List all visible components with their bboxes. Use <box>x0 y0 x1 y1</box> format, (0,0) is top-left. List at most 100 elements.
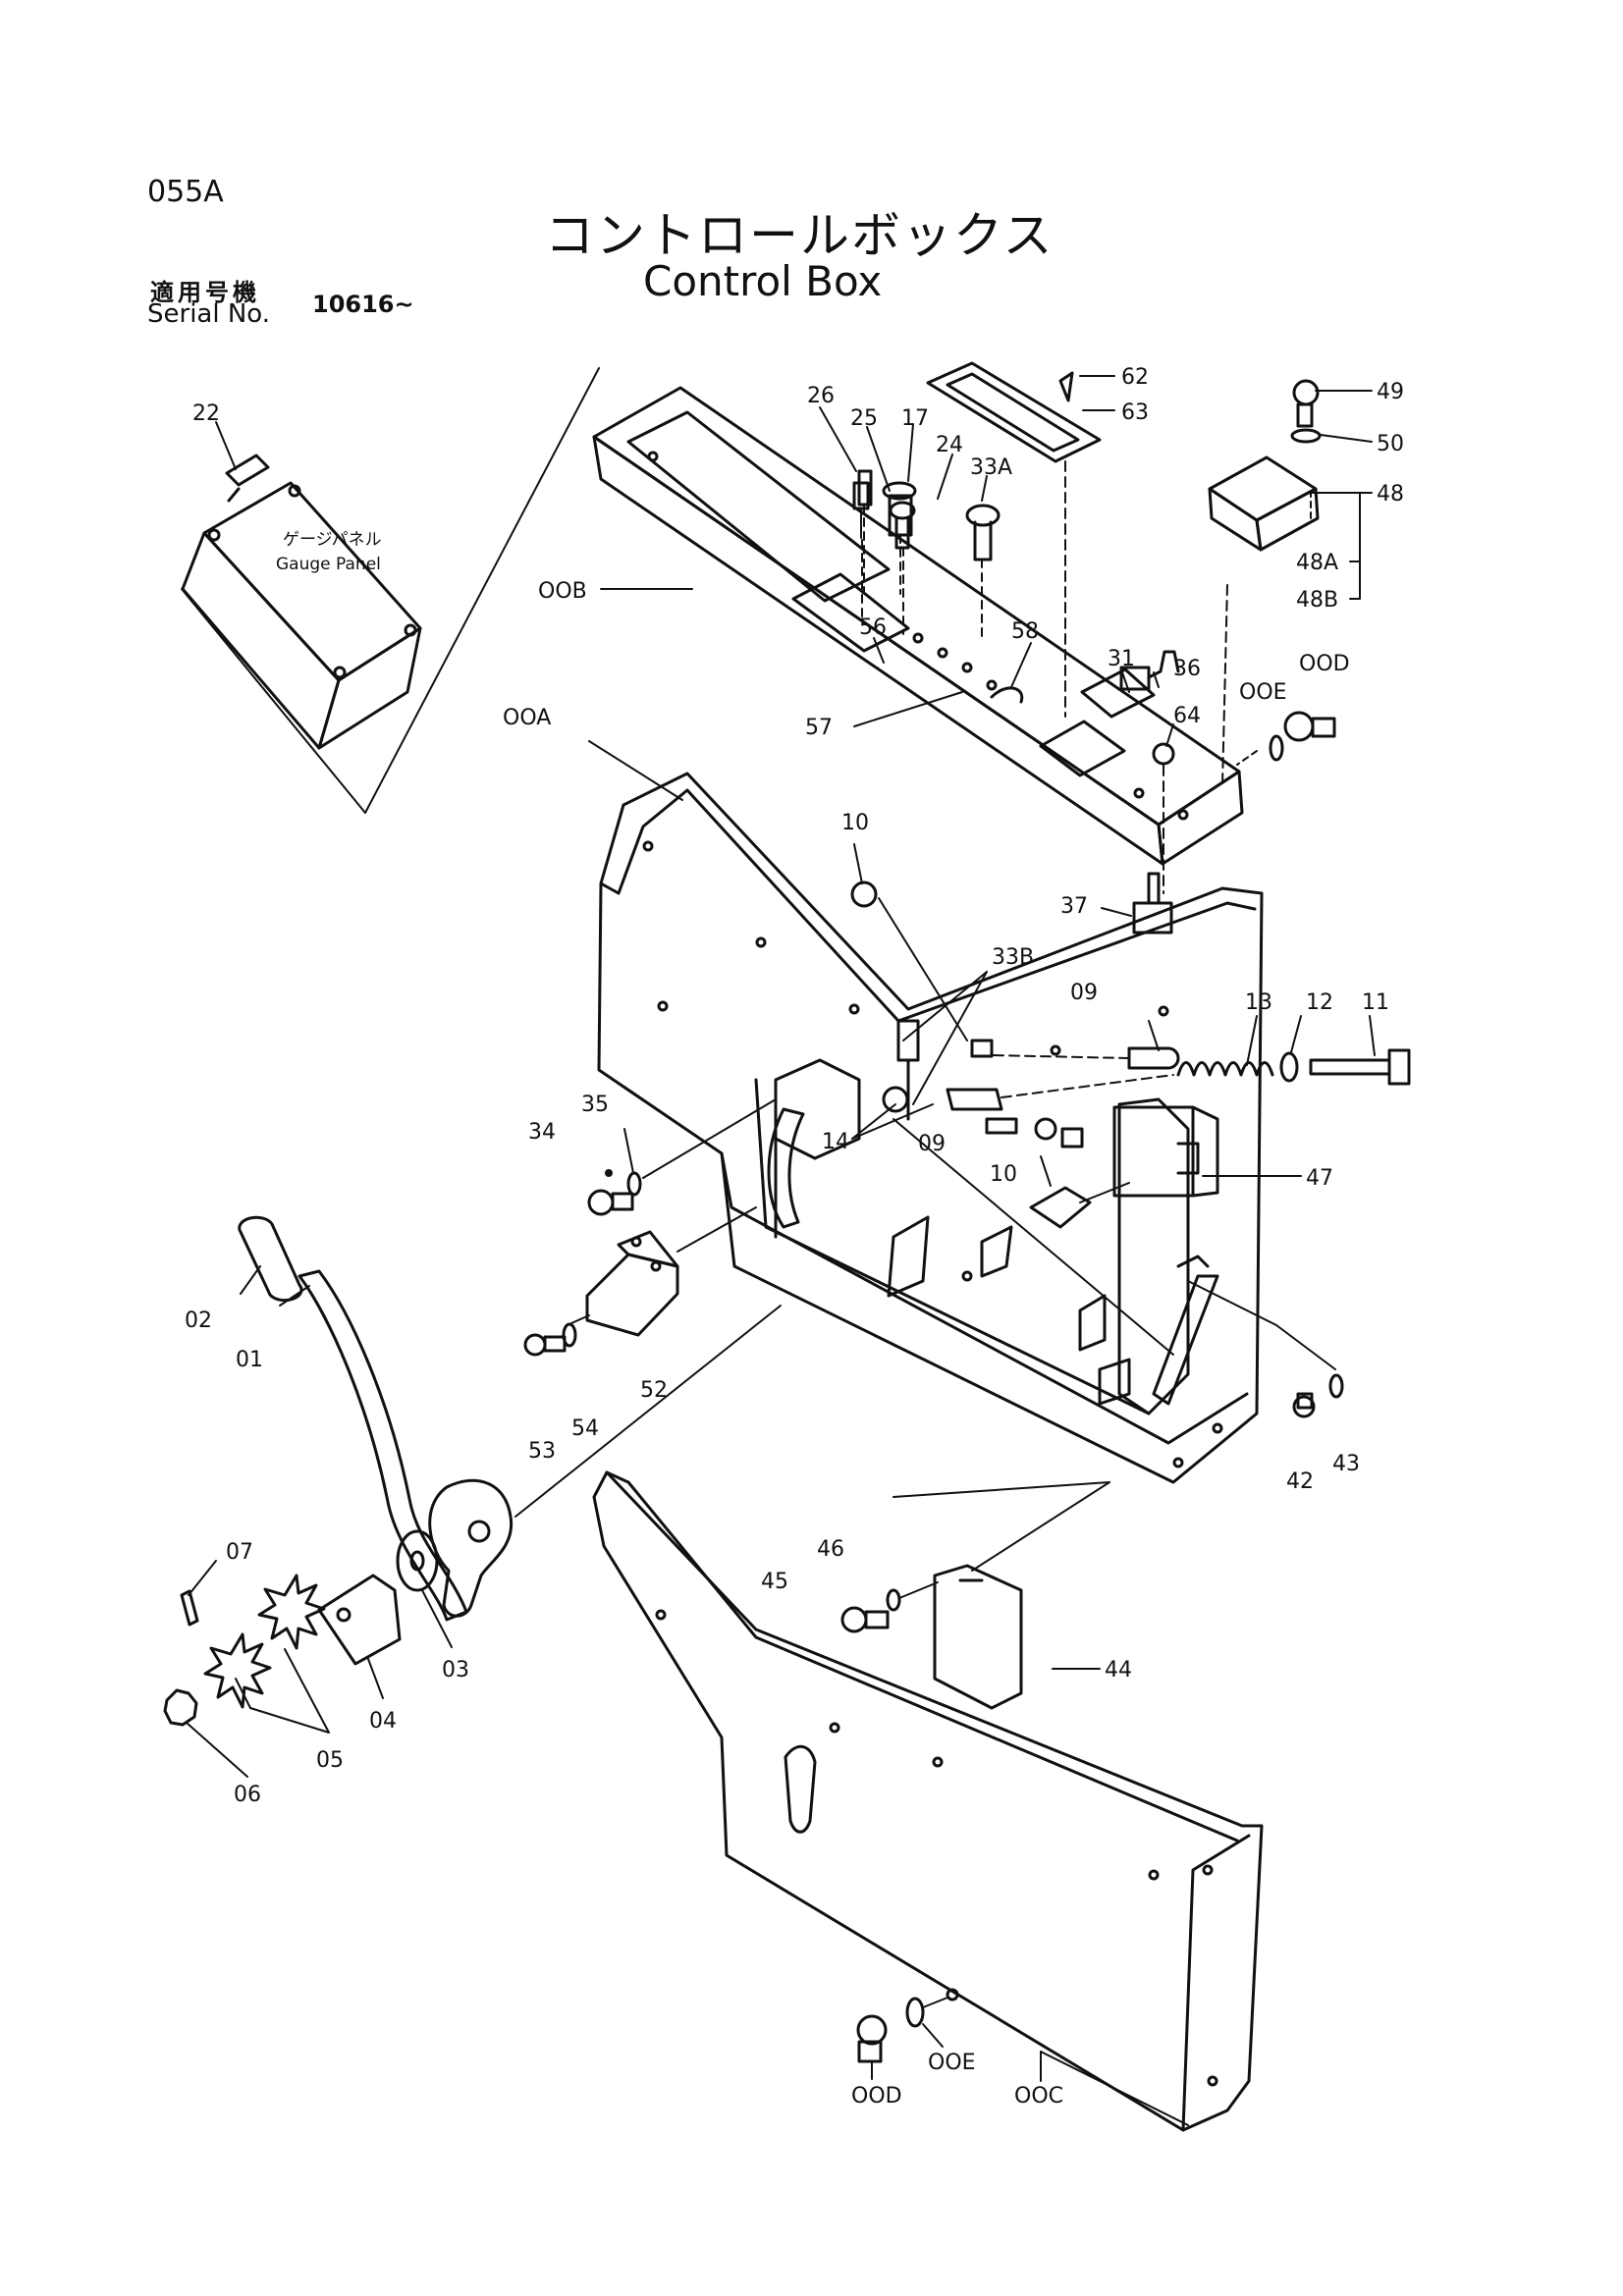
callout-00d-top: OOD <box>1299 652 1350 676</box>
washer-50 <box>1290 428 1322 444</box>
lever-hub <box>428 1478 514 1618</box>
callout-26: 26 <box>807 384 835 408</box>
callout-09-top: 09 <box>1070 981 1098 1005</box>
callout-45: 45 <box>761 1570 788 1594</box>
nut-06 <box>163 1688 198 1727</box>
screw-62 <box>1058 371 1074 402</box>
callout-14: 14 <box>822 1130 849 1154</box>
callout-25: 25 <box>850 406 878 431</box>
top-cover-top-face <box>592 386 1241 827</box>
callout-44: 44 <box>1105 1658 1132 1682</box>
nut-64 <box>1152 742 1175 766</box>
callout-43: 43 <box>1332 1452 1360 1476</box>
cover-plate-63 <box>926 361 1102 718</box>
top-cover-window-3 <box>1039 720 1126 777</box>
callout-48: 48 <box>1377 482 1404 507</box>
top-cover-window-1 <box>626 410 891 603</box>
callout-56: 56 <box>859 615 887 640</box>
callout-13: 13 <box>1245 990 1272 1015</box>
callout-33b: 33B <box>992 945 1034 970</box>
callout-00c: OOC <box>1014 2084 1063 2109</box>
callout-54: 54 <box>571 1416 599 1441</box>
washer-00e-bottom <box>905 1997 925 2028</box>
lower-side-cover <box>592 1470 1264 2132</box>
lower-cover-outline <box>592 1470 1264 2132</box>
lever-assembly <box>238 1215 782 1622</box>
washer-46 <box>886 1588 901 1612</box>
callout-10-mid: 10 <box>990 1162 1017 1187</box>
callout-35: 35 <box>581 1093 609 1117</box>
side-arm <box>767 1107 805 1229</box>
callout-11: 11 <box>1362 990 1389 1015</box>
bolt-09-top <box>1127 1046 1180 1070</box>
light-33a <box>965 504 1001 561</box>
callout-00a: OOA <box>503 706 551 730</box>
bolt-00d-bottom <box>856 2014 888 2046</box>
callout-17: 17 <box>901 406 929 431</box>
bracket-52 <box>523 1206 757 1357</box>
callout-33a: 33A <box>970 455 1012 480</box>
hook-4 <box>1098 1358 1131 1406</box>
callout-07: 07 <box>226 1540 253 1565</box>
callout-58: 58 <box>1011 619 1039 644</box>
callout-01: 01 <box>236 1348 263 1372</box>
inset-label-english: Gauge Panel <box>276 555 381 574</box>
hook-3 <box>1078 1294 1107 1352</box>
washer-03 <box>396 1529 439 1592</box>
callout-42: 42 <box>1286 1469 1314 1494</box>
callout-00b: OOB <box>538 579 587 604</box>
callout-00e-top: OOE <box>1239 680 1287 705</box>
title-japanese: コントロールボックス <box>545 207 1055 264</box>
detent-plate-04 <box>317 1574 402 1666</box>
callout-46: 46 <box>817 1537 844 1562</box>
top-cover-small-parts <box>852 469 1180 934</box>
screw-53 <box>523 1333 547 1357</box>
washer-00e-top <box>1269 734 1284 762</box>
callout-12: 12 <box>1306 990 1333 1015</box>
callout-04: 04 <box>369 1709 397 1734</box>
serial-range: 10616~ <box>312 291 414 318</box>
connector-plug <box>1029 1186 1092 1229</box>
callout-48a: 48A <box>1296 551 1338 575</box>
bolt-11 <box>1309 1048 1411 1086</box>
star-washer-05b <box>203 1632 272 1709</box>
callout-06: 06 <box>234 1783 261 1807</box>
callout-labels: 22 26 25 17 24 33A 62 63 49 50 48 48A 48… <box>185 365 1404 2109</box>
callout-leader-lines <box>186 375 1376 2126</box>
screw-34 <box>587 1189 615 1216</box>
control-box-body <box>597 772 1264 1484</box>
top-cover-window-2 <box>791 572 910 653</box>
mount-bracket <box>774 1058 861 1160</box>
callout-49: 49 <box>1377 380 1404 404</box>
callout-22: 22 <box>192 401 220 426</box>
washer-43 <box>1328 1373 1344 1399</box>
serial-label-japanese: 適用号機 <box>150 279 260 306</box>
callout-03: 03 <box>442 1658 469 1682</box>
rod-14 <box>946 1088 1003 1111</box>
lever-detent-parts <box>163 1574 402 1727</box>
cover-plate-44 <box>933 1564 1023 1710</box>
screw-45 <box>840 1606 868 1633</box>
screw-42-washer-43 <box>1187 1280 1344 1418</box>
bolt-09-mid <box>985 1117 1018 1135</box>
callout-48b: 48B <box>1296 588 1338 613</box>
page-code: 055A <box>147 175 224 209</box>
title-english: Control Box <box>643 257 883 305</box>
spring-13 <box>1176 1061 1274 1077</box>
pedal-lever <box>1152 1274 1219 1406</box>
callout-00e-bottom: OOE <box>928 2051 976 2075</box>
callout-62: 62 <box>1121 365 1149 390</box>
nut-10-mid <box>1034 1117 1057 1141</box>
screw-34-washer-35 <box>587 1098 777 1216</box>
callout-10-top: 10 <box>841 811 869 835</box>
inset-label-japanese: ゲージパネル <box>283 530 382 550</box>
switch-36 <box>1147 650 1180 679</box>
top-cover-end-face <box>1157 770 1244 866</box>
gauge-panel-side-face <box>317 626 422 750</box>
screw-49 <box>1292 379 1320 406</box>
callout-52: 52 <box>640 1378 668 1403</box>
callout-31: 31 <box>1108 647 1135 671</box>
callout-63: 63 <box>1121 400 1149 425</box>
callout-47: 47 <box>1306 1166 1333 1191</box>
